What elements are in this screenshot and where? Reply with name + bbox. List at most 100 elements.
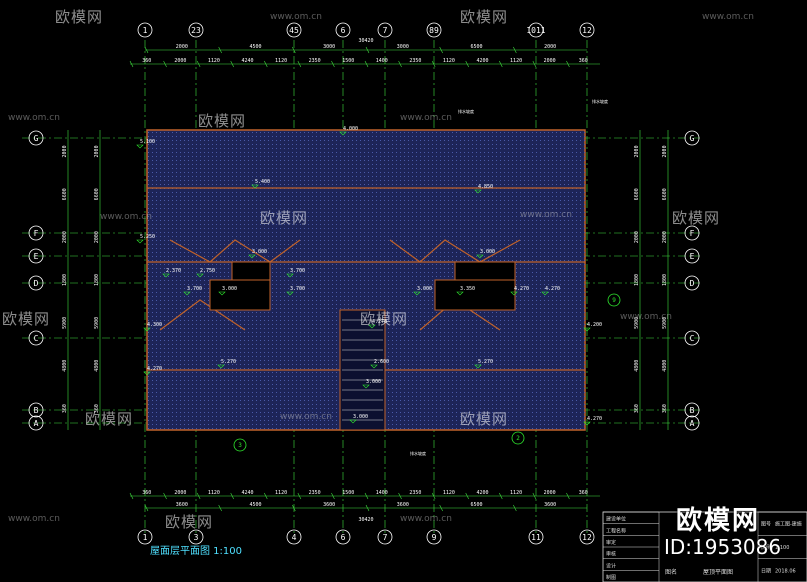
roof-hip-line bbox=[169, 239, 301, 263]
dimension-tick bbox=[264, 60, 268, 68]
title-block-label: 审核 bbox=[606, 551, 616, 558]
dimension-value: 360 bbox=[579, 490, 588, 496]
elevation-label: 2.750 bbox=[200, 268, 215, 274]
dimension-value: 4240 bbox=[241, 58, 253, 64]
dimension-tick bbox=[566, 60, 570, 68]
dimension-tick bbox=[431, 492, 436, 500]
axis-bubble bbox=[684, 402, 700, 418]
dimension-value: 4240 bbox=[241, 490, 253, 496]
dimension-value: 360 bbox=[94, 404, 100, 413]
dimension-value: 5900 bbox=[634, 317, 640, 329]
elevation-marker bbox=[474, 364, 482, 369]
dimension-value: 1500 bbox=[342, 58, 354, 64]
dimension-value: 4500 bbox=[249, 502, 261, 508]
dimension-value: 360 bbox=[579, 58, 588, 64]
elevation-marker bbox=[510, 291, 518, 296]
axis-bubble bbox=[684, 130, 700, 146]
axis-label: E bbox=[34, 252, 39, 261]
detail-callout bbox=[607, 293, 621, 307]
axis-label: 23 bbox=[191, 26, 201, 35]
axis-label: C bbox=[690, 334, 695, 343]
note-label: 排水坡度 bbox=[410, 450, 426, 456]
dimension-tick bbox=[465, 60, 469, 68]
dimension-value: 4800 bbox=[94, 360, 100, 372]
dimension-tick bbox=[144, 46, 149, 54]
dimension-tick bbox=[532, 492, 537, 500]
dimension-tick bbox=[398, 60, 402, 68]
elevation-marker bbox=[370, 364, 378, 369]
axis-bubble bbox=[579, 529, 595, 545]
elevation-label: 4.270 bbox=[147, 366, 162, 372]
note-label: 排水坡度 bbox=[458, 108, 474, 114]
elevation-label: 3.000 bbox=[417, 286, 432, 292]
elevation-marker bbox=[476, 254, 484, 259]
dimension-value: 360 bbox=[634, 404, 640, 413]
elevation-label: 3.000 bbox=[252, 249, 267, 255]
roof-opening bbox=[209, 279, 271, 311]
elevation-label: 2.370 bbox=[166, 268, 181, 274]
elevation-marker bbox=[541, 291, 549, 296]
dimension-value: 1800 bbox=[94, 274, 100, 286]
roof-opening bbox=[434, 279, 516, 311]
elevation-label: 2.600 bbox=[374, 359, 389, 365]
title-block-label: 建设单位 bbox=[606, 516, 626, 523]
axis-label: 9 bbox=[432, 533, 437, 542]
dimension-value: 1120 bbox=[510, 490, 522, 496]
dimension-tick bbox=[196, 492, 201, 500]
dimension-value: 4200 bbox=[476, 58, 488, 64]
dimension-tick bbox=[163, 492, 167, 500]
elevation-marker bbox=[583, 421, 591, 426]
axis-bubble bbox=[684, 330, 700, 346]
dimension-value: 2000 bbox=[94, 145, 100, 157]
dimension-value: 1800 bbox=[662, 274, 668, 286]
dimension-value: 2000 bbox=[634, 231, 640, 243]
dimension-total: 30420 bbox=[358, 38, 373, 44]
dimension-tick bbox=[499, 492, 503, 500]
dimension-value: 5900 bbox=[662, 317, 668, 329]
dimension-tick bbox=[196, 60, 201, 68]
title-block-label: 工程名称 bbox=[606, 527, 626, 534]
elevation-marker bbox=[583, 327, 591, 332]
axis-bubble bbox=[684, 415, 700, 431]
dimension-value: 1400 bbox=[376, 490, 388, 496]
dimension-value: 5900 bbox=[62, 317, 68, 329]
elevation-marker bbox=[218, 291, 226, 296]
brand-id: ID:1953086 bbox=[664, 535, 782, 559]
axis-bubble bbox=[28, 225, 44, 241]
axis-bubble bbox=[377, 22, 393, 38]
dimension-tick bbox=[230, 492, 234, 500]
axis-bubble bbox=[377, 529, 393, 545]
elevation-label: 3.000 bbox=[480, 249, 495, 255]
axis-bubble bbox=[684, 248, 700, 264]
elevation-marker bbox=[362, 384, 370, 389]
title-block-label: 比例 bbox=[761, 544, 771, 551]
axis-bubble bbox=[28, 402, 44, 418]
dimension-tick bbox=[439, 504, 443, 512]
elevation-marker bbox=[474, 189, 482, 194]
elevation-marker bbox=[413, 291, 421, 296]
dimension-value: 2000 bbox=[62, 145, 68, 157]
dimension-tick bbox=[566, 492, 570, 500]
dimension-value: 2350 bbox=[409, 490, 421, 496]
dimension-total: 30420 bbox=[358, 517, 373, 523]
axis-bubble bbox=[28, 415, 44, 431]
dimension-tick bbox=[365, 46, 370, 54]
axis-label: F bbox=[34, 229, 39, 238]
axis-label: C bbox=[34, 334, 39, 343]
axis-label: 12 bbox=[582, 533, 592, 542]
dimension-value: 2000 bbox=[662, 145, 668, 157]
title-block-label: 制图 bbox=[606, 574, 616, 581]
elevation-marker bbox=[349, 419, 357, 424]
axis-label: 4 bbox=[292, 533, 297, 542]
axis-bubble bbox=[28, 330, 44, 346]
axis-label: 11 bbox=[531, 533, 541, 542]
elevation-marker bbox=[286, 273, 294, 278]
elevation-marker bbox=[368, 324, 376, 329]
elevation-label: 4.270 bbox=[514, 286, 529, 292]
elevation-label: 4.850 bbox=[478, 184, 493, 190]
elevation-marker bbox=[162, 273, 170, 278]
dimension-value: 1120 bbox=[275, 58, 287, 64]
dimension-value: 360 bbox=[142, 490, 151, 496]
